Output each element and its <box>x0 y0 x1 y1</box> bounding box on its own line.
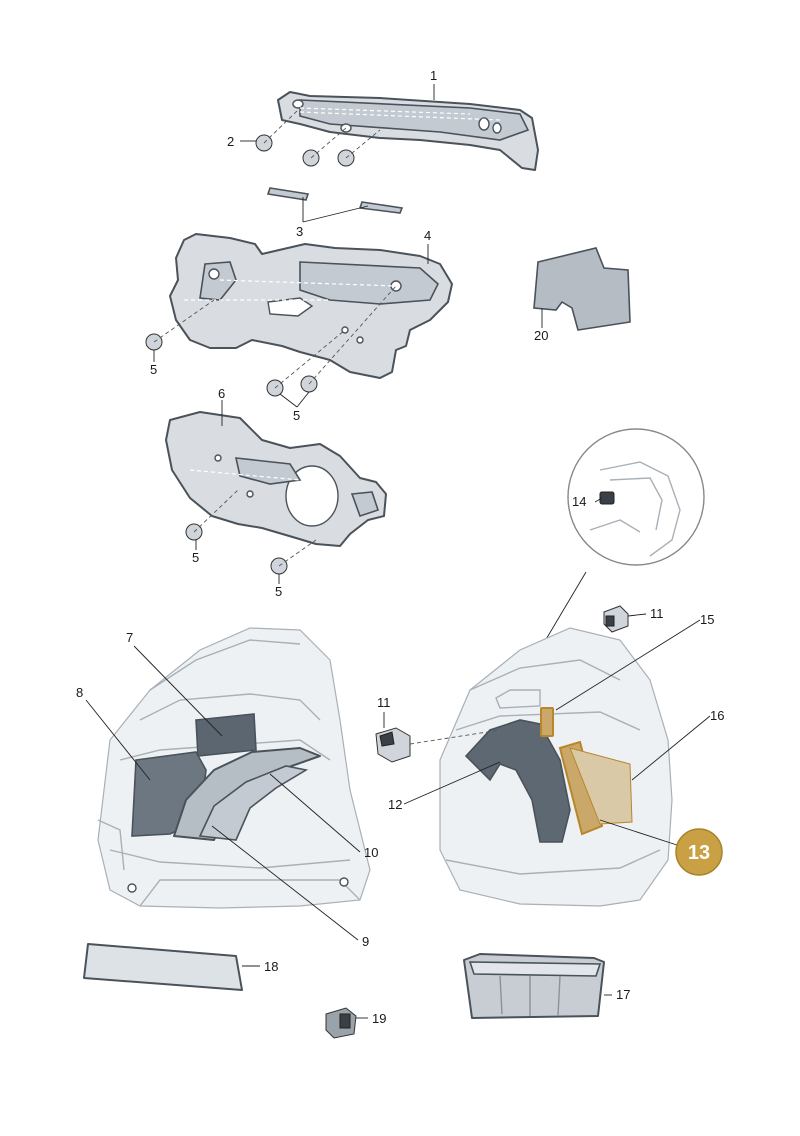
label-7: 7 <box>126 630 133 645</box>
part-5-clips-a <box>145 285 397 397</box>
part-17-tray <box>463 953 605 1019</box>
label-17: 17 <box>616 987 630 1002</box>
label-5d: 5 <box>275 584 282 599</box>
label-12: 12 <box>388 797 402 812</box>
part-18-strip <box>83 943 243 991</box>
left-car-interior <box>97 627 371 909</box>
label-11a: 11 <box>377 695 391 710</box>
label-5a: 5 <box>150 362 157 377</box>
label-8: 8 <box>76 685 83 700</box>
part-3-strips <box>266 187 404 214</box>
label-18: 18 <box>264 959 278 974</box>
label-15: 15 <box>700 612 714 627</box>
part-19-clip <box>325 1007 357 1039</box>
part-1-upper-insulation <box>277 91 539 171</box>
part-11-clips <box>375 605 629 763</box>
badge-13-label: 13 <box>688 842 710 864</box>
callout-labels: 1 2 3 4 5 5 5 5 6 7 8 9 10 11 11 12 14 1… <box>76 68 724 1026</box>
label-5b: 5 <box>293 408 300 423</box>
label-20: 20 <box>534 328 548 343</box>
part-20-pad <box>533 247 631 331</box>
part-2-clips <box>255 109 381 167</box>
label-16: 16 <box>710 708 724 723</box>
label-1: 1 <box>430 68 437 83</box>
label-2: 2 <box>227 134 234 149</box>
leader-lines <box>85 84 711 1019</box>
part-5-clips-b <box>185 489 317 575</box>
right-car-interior <box>439 627 673 907</box>
label-14: 14 <box>572 494 586 509</box>
label-5c: 5 <box>192 550 199 565</box>
highlight-badge-13[interactable]: 13 <box>675 828 723 876</box>
label-19: 19 <box>372 1011 386 1026</box>
part-4-firewall-insulation <box>169 233 453 379</box>
label-4: 4 <box>424 228 431 243</box>
label-3: 3 <box>296 224 303 239</box>
part-6-lower-insulation <box>165 411 387 547</box>
detail-circle-part-14 <box>509 428 705 701</box>
label-10: 10 <box>364 845 378 860</box>
label-6: 6 <box>218 386 225 401</box>
label-11b: 11 <box>650 606 664 621</box>
label-9: 9 <box>362 934 369 949</box>
